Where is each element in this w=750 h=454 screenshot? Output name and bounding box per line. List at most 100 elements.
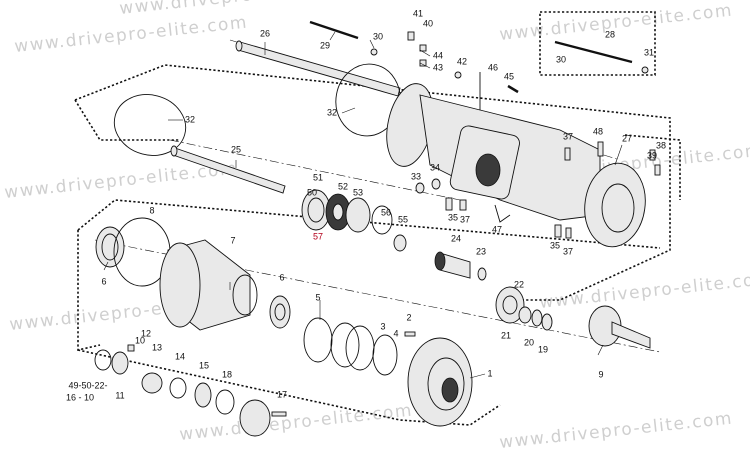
leader-27	[614, 144, 623, 166]
nut-43	[419, 59, 427, 67]
label-30a: 30	[373, 31, 383, 41]
hub-1-ring	[427, 357, 465, 411]
stud-38	[649, 149, 656, 161]
label-33: 33	[411, 171, 421, 181]
label-42: 42	[457, 56, 467, 66]
leader-29	[329, 31, 336, 41]
label-32b: 32	[327, 107, 337, 117]
bolt-35b	[554, 224, 562, 238]
clip-19	[541, 313, 553, 331]
rod-28	[554, 40, 633, 64]
seal-6-left	[95, 226, 125, 268]
stud-48	[597, 141, 604, 157]
label-2: 2	[406, 312, 411, 322]
leader-1	[469, 373, 486, 379]
leader-44	[419, 49, 431, 57]
label-29: 29	[320, 40, 330, 50]
top-hardware	[309, 20, 649, 110]
frame-top-right	[539, 11, 656, 76]
label-10: 10	[135, 335, 145, 345]
label-41: 41	[413, 8, 423, 18]
label-24: 24	[451, 233, 461, 243]
lower-left-parts	[95, 217, 291, 331]
ring-5b	[330, 322, 360, 368]
plate-51-bore	[307, 197, 325, 223]
ring-5c	[345, 325, 375, 371]
pin-45	[507, 84, 519, 94]
label-12: 12	[141, 328, 151, 338]
shaft-25-end	[170, 145, 178, 157]
bearing-6	[269, 295, 291, 329]
planet-assembly	[495, 286, 553, 331]
label-30b: 30	[556, 54, 566, 64]
label-44: 44	[433, 50, 443, 60]
label-19: 19	[538, 344, 548, 354]
frame-right-studs	[624, 134, 681, 200]
cover-17	[239, 399, 271, 437]
label-1: 1	[487, 368, 492, 378]
label-39: 39	[647, 150, 657, 160]
label-20: 20	[524, 337, 534, 347]
label-38: 38	[656, 140, 666, 150]
bearing-6-bore	[274, 303, 286, 321]
label-7: 7	[230, 235, 235, 245]
label-6a: 6	[101, 276, 106, 286]
watermark-8: www.drivepro-elite.com	[178, 401, 413, 445]
axis-middle	[169, 139, 461, 201]
ring-14	[169, 377, 187, 399]
gear-24-end	[434, 251, 446, 271]
label-34: 34	[430, 162, 440, 172]
bolt-12	[127, 344, 135, 352]
bolt-35a	[445, 197, 453, 211]
label-3: 3	[380, 321, 385, 331]
label-43: 43	[433, 62, 443, 72]
group-frames	[74, 11, 681, 426]
gear-22-bore	[502, 295, 518, 315]
hub-1-flange	[407, 337, 473, 427]
bolt-17	[271, 411, 287, 417]
planet-carrier-9	[588, 305, 651, 349]
label-52: 52	[338, 181, 348, 191]
axle-housing-27	[386, 83, 646, 248]
housing-pinion-bore	[475, 153, 501, 187]
disc-52-bore	[332, 203, 344, 221]
ring-23	[477, 267, 487, 281]
half-shaft-25	[170, 145, 286, 194]
label-23: 23	[476, 246, 486, 256]
brake-pack	[301, 189, 407, 252]
label-18: 18	[222, 369, 232, 379]
label-40: 40	[423, 18, 433, 28]
bracket-47	[494, 204, 511, 223]
plate-53	[345, 197, 371, 233]
ring-56	[371, 205, 393, 235]
washer-30a	[370, 48, 378, 56]
label-26: 26	[260, 28, 270, 38]
label-8: 8	[149, 205, 154, 215]
bearing-13a	[111, 351, 129, 375]
gear-22	[495, 286, 525, 324]
label-17: 17	[277, 389, 287, 399]
hub-7-flange	[159, 242, 201, 328]
frame-upper-axle	[74, 64, 671, 301]
label-35b: 35	[550, 240, 560, 250]
bearing-21	[518, 306, 532, 324]
label-21: 21	[501, 330, 511, 340]
label-15: 15	[199, 360, 209, 370]
washer-49	[94, 349, 112, 371]
label-51: 51	[313, 172, 323, 182]
carrier-9-shaft	[611, 321, 651, 349]
callout-labels: 26 29 30 41 40 44 43 42 46 45 28 30 31 3…	[66, 8, 666, 402]
label-56: 56	[381, 207, 391, 217]
gasket-32-left	[113, 94, 187, 156]
label-6b: 6	[279, 272, 284, 282]
label-53: 53	[353, 187, 363, 197]
hub-7-bore	[232, 274, 258, 316]
watermark-3: www.drivepro-elite.com	[498, 1, 733, 45]
label-4: 4	[393, 328, 398, 338]
leader-32b	[341, 107, 356, 114]
leader-lines	[103, 31, 623, 379]
label-37a: 37	[563, 131, 573, 141]
label-11: 11	[115, 390, 124, 400]
ring-5a	[303, 317, 333, 363]
watermark-9: www.drivepro-elite.com	[498, 409, 733, 453]
